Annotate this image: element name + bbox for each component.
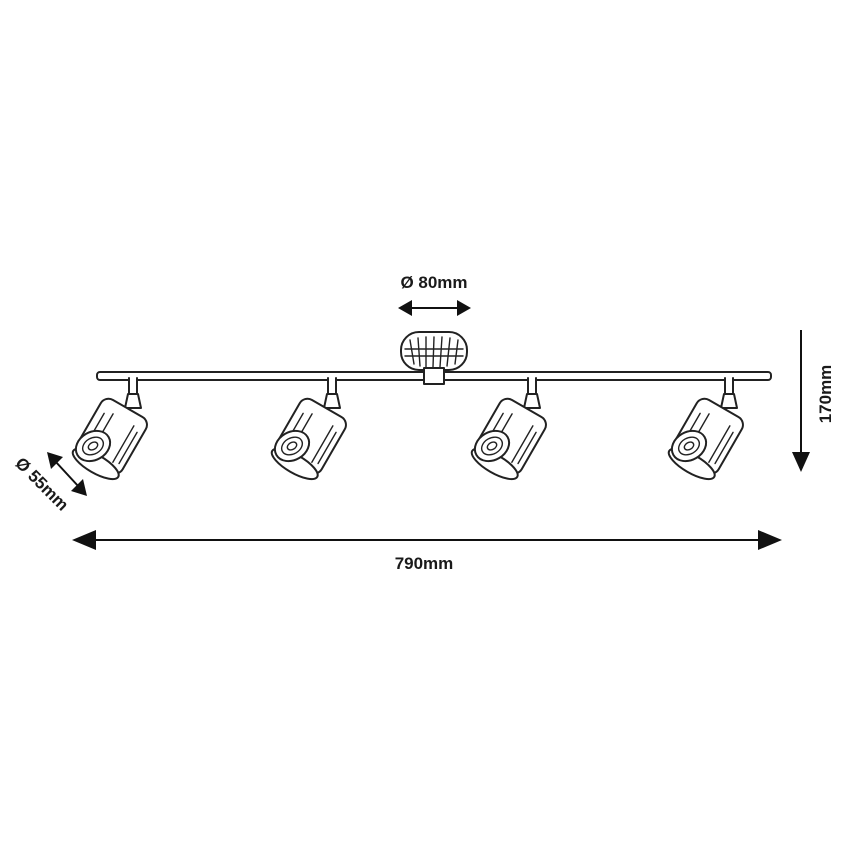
spot-diameter-dimension: Ø 55mm	[11, 452, 87, 515]
canopy-diameter-dimension: Ø 80mm	[398, 273, 471, 316]
height-label: 170mm	[816, 365, 835, 424]
spotlight	[667, 377, 744, 481]
spotlights	[71, 377, 744, 481]
spotlight	[270, 377, 347, 481]
spot-arm	[323, 393, 341, 409]
canopy-diameter-label: Ø 80mm	[400, 273, 467, 292]
width-dimension: 790mm	[72, 530, 782, 573]
width-label: 790mm	[395, 554, 454, 573]
spotlight	[470, 377, 547, 481]
ceiling-canopy	[400, 331, 468, 371]
spotlight	[71, 377, 148, 481]
height-dimension: 170mm	[792, 330, 835, 472]
spot-arm	[523, 393, 541, 409]
mounting-bar	[96, 367, 772, 385]
spot-arm	[720, 393, 738, 409]
spot-diameter-label: Ø 55mm	[11, 454, 72, 515]
spot-arm	[124, 393, 142, 409]
